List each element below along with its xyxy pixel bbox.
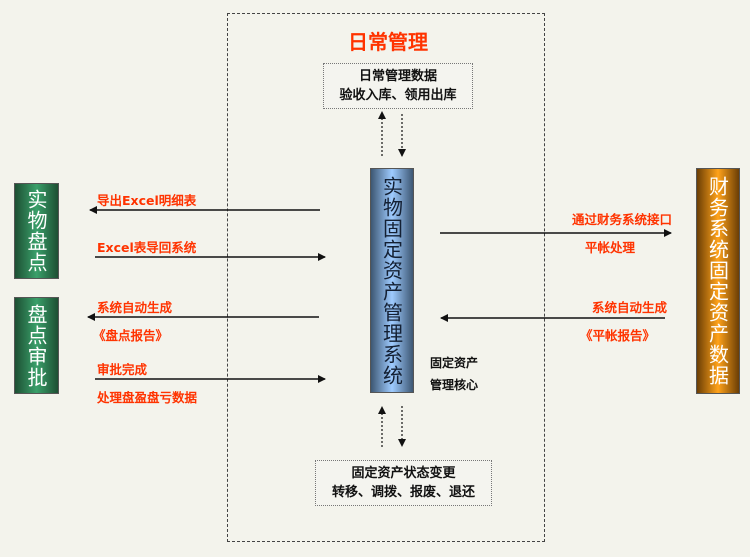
- auto-generate-label-left: 系统自动生成: [97, 300, 173, 315]
- status-change-line1: 固定资产状态变更: [351, 466, 456, 481]
- daily-data-box: 日常管理数据 验收入库、领用出库: [323, 63, 473, 109]
- reconcile-label: 平帐处理: [585, 240, 636, 255]
- finance-asset-data-box: 财务系统固定资产数据: [696, 168, 740, 394]
- approval-done-label: 审批完成: [97, 362, 148, 377]
- core-label-line2: 管理核心: [430, 378, 479, 392]
- status-change-box: 固定资产状态变更 转移、调拨、报废、退还: [315, 460, 492, 506]
- auto-generate-label-right: 系统自动生成: [591, 300, 667, 315]
- daily-management-region: [227, 13, 545, 542]
- core-label: 固定资产 管理核心: [430, 352, 478, 396]
- asset-management-system-box: 实物固定资产管理系统: [370, 168, 414, 393]
- inventory-approval-box: 盘点审批: [14, 297, 59, 394]
- daily-data-line2: 验收入库、领用出库: [339, 88, 457, 103]
- process-surplus-deficit-label: 处理盘盈盘亏数据: [97, 390, 198, 405]
- core-label-line1: 固定资产: [430, 356, 479, 370]
- import-excel-label: Excel表导回系统: [97, 240, 197, 255]
- inventory-report-label: 《盘点报告》: [93, 328, 169, 343]
- reconcile-report-label: 《平帐报告》: [580, 328, 656, 343]
- status-change-line2: 转移、调拨、报废、退还: [331, 485, 475, 500]
- physical-inventory-box: 实物盘点: [14, 183, 59, 279]
- daily-data-line1: 日常管理数据: [358, 69, 437, 84]
- finance-interface-label: 通过财务系统接口: [571, 212, 672, 227]
- region-title: 日常管理: [348, 30, 428, 54]
- export-excel-label: 导出Excel明细表: [97, 193, 197, 208]
